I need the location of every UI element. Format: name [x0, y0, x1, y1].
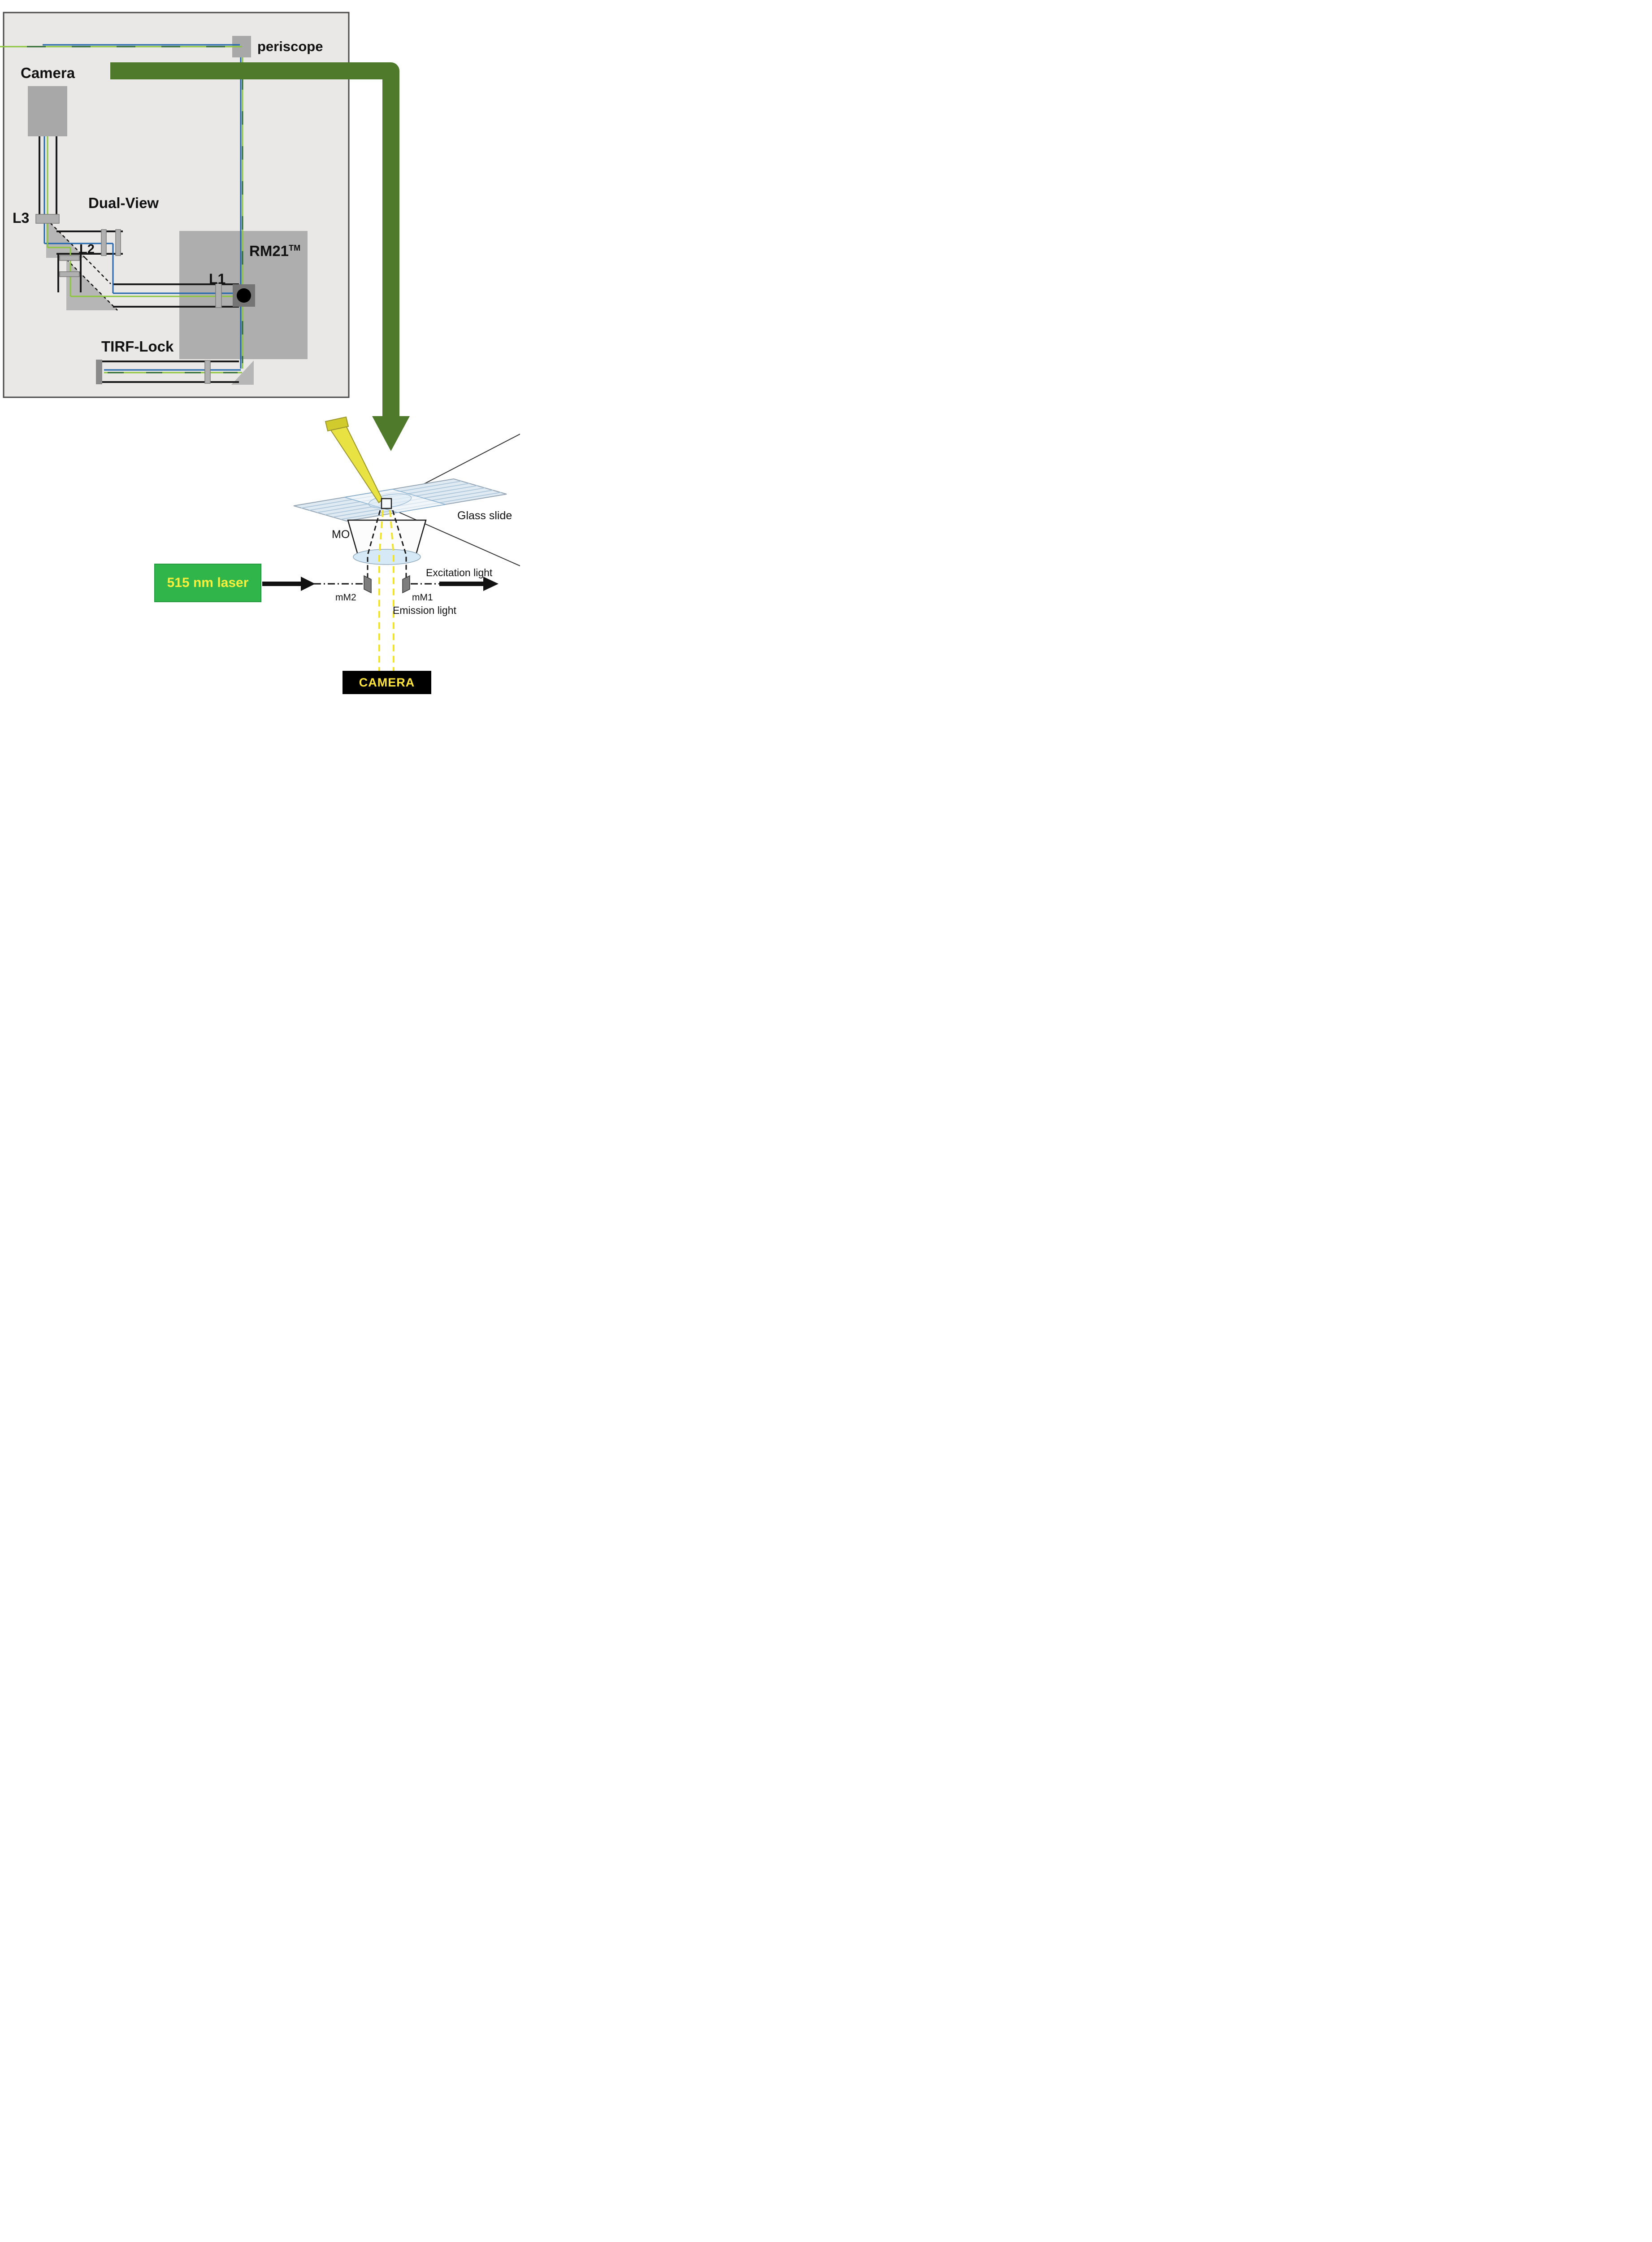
laser-box: [154, 564, 261, 602]
dichroic-lines: [46, 218, 118, 311]
l1-label: L1: [209, 271, 226, 287]
lens-l1: [215, 283, 222, 308]
slide-channels: [301, 481, 502, 520]
lens-l2-b: [115, 229, 121, 256]
laser-arrow-shaft: [262, 582, 302, 586]
camera-box: [343, 671, 431, 694]
excitation-light-label: Excitation light: [426, 567, 493, 578]
lens-l3: [35, 214, 60, 224]
mo-label: MO: [332, 528, 350, 541]
lens-l2-a: [101, 229, 107, 256]
emission-light-label: Emission light: [393, 604, 456, 616]
l2-label: L2: [79, 242, 95, 256]
periscope-label: periscope: [257, 39, 323, 54]
objective-port: [237, 288, 251, 303]
tirf-lock-label: TIRF-Lock: [101, 338, 174, 355]
zoom-square: [381, 498, 392, 509]
figure-canvas: periscope Camera Dual-View L3 L2 L1 RM21…: [0, 0, 520, 708]
flow-arrow-shaft: [110, 62, 399, 418]
camera-box-label: CAMERA: [359, 675, 415, 689]
l3-label: L3: [13, 210, 30, 226]
rm21-label: RM21TM: [249, 243, 300, 258]
mm1-label: mM1: [412, 592, 433, 603]
laser-arrow-head: [301, 577, 315, 591]
excitation-arrow-shaft: [439, 582, 484, 586]
beam-dark-green: [27, 46, 243, 374]
rm21-trademark: TM: [289, 243, 301, 252]
flow-arrow-head: [372, 416, 410, 451]
mirror-mm1: [402, 575, 410, 594]
excitation-arrow-head: [483, 577, 499, 591]
lenses: [35, 214, 222, 384]
camera-label: Camera: [21, 65, 75, 81]
rm21-label-text: RM21: [249, 243, 289, 259]
tirf-end-cap: [96, 360, 102, 384]
mm2-label: mM2: [335, 592, 356, 603]
emission-dashed-path: [378, 510, 395, 671]
pipette-cap: [325, 416, 349, 432]
objective-lens: [353, 549, 421, 565]
dual-view-label: Dual-View: [88, 195, 159, 211]
mirror-mm2: [364, 575, 372, 594]
camera-body: [28, 86, 67, 136]
diagram-graphics: [0, 12, 520, 694]
tirf-lens: [204, 360, 211, 384]
laser-label: 515 nm laser: [167, 575, 249, 590]
pipette: [328, 422, 383, 504]
glass-slide-label: Glass slide: [457, 509, 512, 522]
tirf-mirror: [231, 361, 254, 385]
